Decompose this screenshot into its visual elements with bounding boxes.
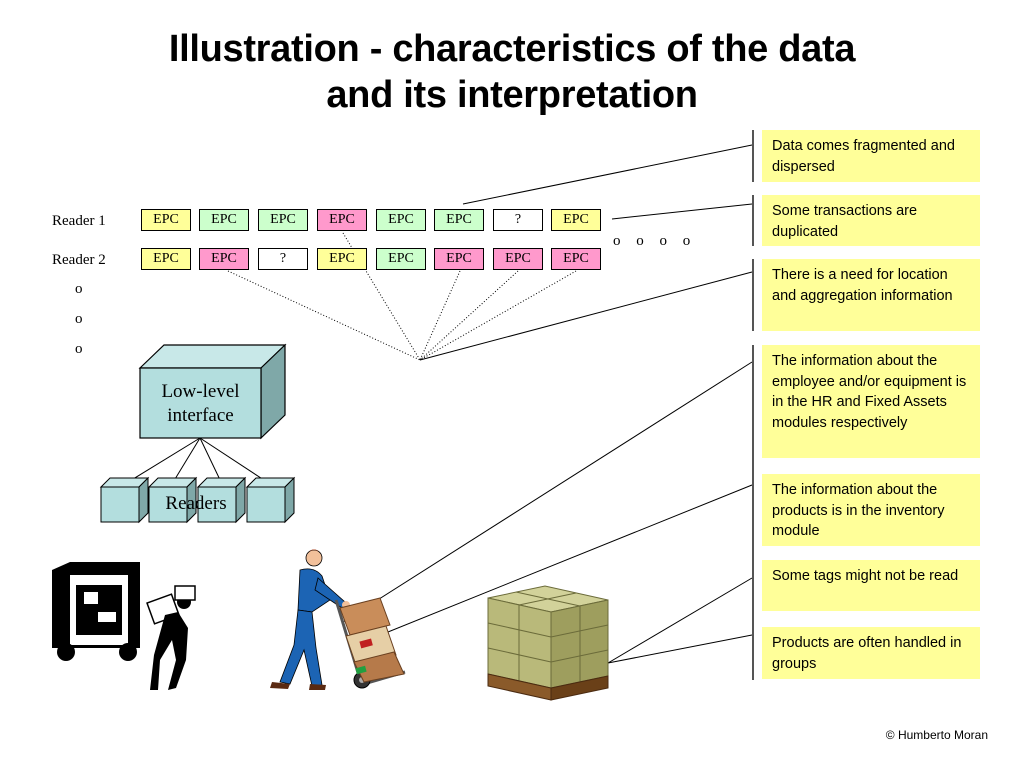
reader-1-tag-6: EPC xyxy=(434,209,484,231)
reader-2-tag-5: EPC xyxy=(376,248,426,270)
copyright: © Humberto Moran xyxy=(885,728,988,742)
note-hr-fixed-assets: The information about the employee and/o… xyxy=(762,345,980,458)
reader-2-label: Reader 2 xyxy=(52,252,106,268)
continuation-dots-horizontal: o o o o xyxy=(613,233,697,249)
note-products-in-groups: Products are often handled in groups xyxy=(762,627,980,679)
delivery-truck-icon xyxy=(52,562,196,690)
page-title: Illustration - characteristics of the da… xyxy=(0,26,1024,118)
note-duplicated-transactions: Some transactions are duplicated xyxy=(762,195,980,246)
reader-2-tag-4: EPC xyxy=(317,248,367,270)
reader-2-tag-8: EPC xyxy=(551,248,601,270)
title-line-2: and its interpretation xyxy=(326,74,698,116)
worker-with-hand-truck-icon xyxy=(270,549,406,690)
reader-2-tag-6: EPC xyxy=(434,248,484,270)
reader-cube-1 xyxy=(99,476,150,524)
reader-1-tag-8: EPC xyxy=(551,209,601,231)
continuation-dot: o xyxy=(75,281,83,297)
reader-2-tag-2: EPC xyxy=(199,248,249,270)
low-level-interface-label: Low-level interface xyxy=(161,381,240,426)
reader-1-tag-4: EPC xyxy=(317,209,367,231)
note-fragmented-data: Data comes fragmented and dispersed xyxy=(762,130,980,182)
continuation-dot: o xyxy=(75,311,83,327)
reader-cube-3 xyxy=(196,476,247,524)
continuation-dot: o xyxy=(75,341,83,357)
reader-cube-4 xyxy=(245,476,296,524)
note-location-aggregation: There is a need for location and aggrega… xyxy=(762,259,980,331)
reader-1-tag-5: EPC xyxy=(376,209,426,231)
reader-1-tag-3: EPC xyxy=(258,209,308,231)
pallet-of-boxes-icon xyxy=(487,585,609,701)
reader-cube-2 xyxy=(147,476,198,524)
reader-2-tag-7: EPC xyxy=(493,248,543,270)
reader-1-tag-7: ? xyxy=(493,209,543,231)
reader-2-tag-3: ? xyxy=(258,248,308,270)
reader-1-tag-1: EPC xyxy=(141,209,191,231)
reader-2-tag-1: EPC xyxy=(141,248,191,270)
title-line-1: Illustration - characteristics of the da… xyxy=(168,28,856,70)
reader-1-label: Reader 1 xyxy=(52,213,106,229)
note-tags-not-read: Some tags might not be read xyxy=(762,560,980,611)
reader-1-tag-2: EPC xyxy=(199,209,249,231)
readers-label: Readers xyxy=(165,493,227,514)
note-inventory-module: The information about the products is in… xyxy=(762,474,980,546)
